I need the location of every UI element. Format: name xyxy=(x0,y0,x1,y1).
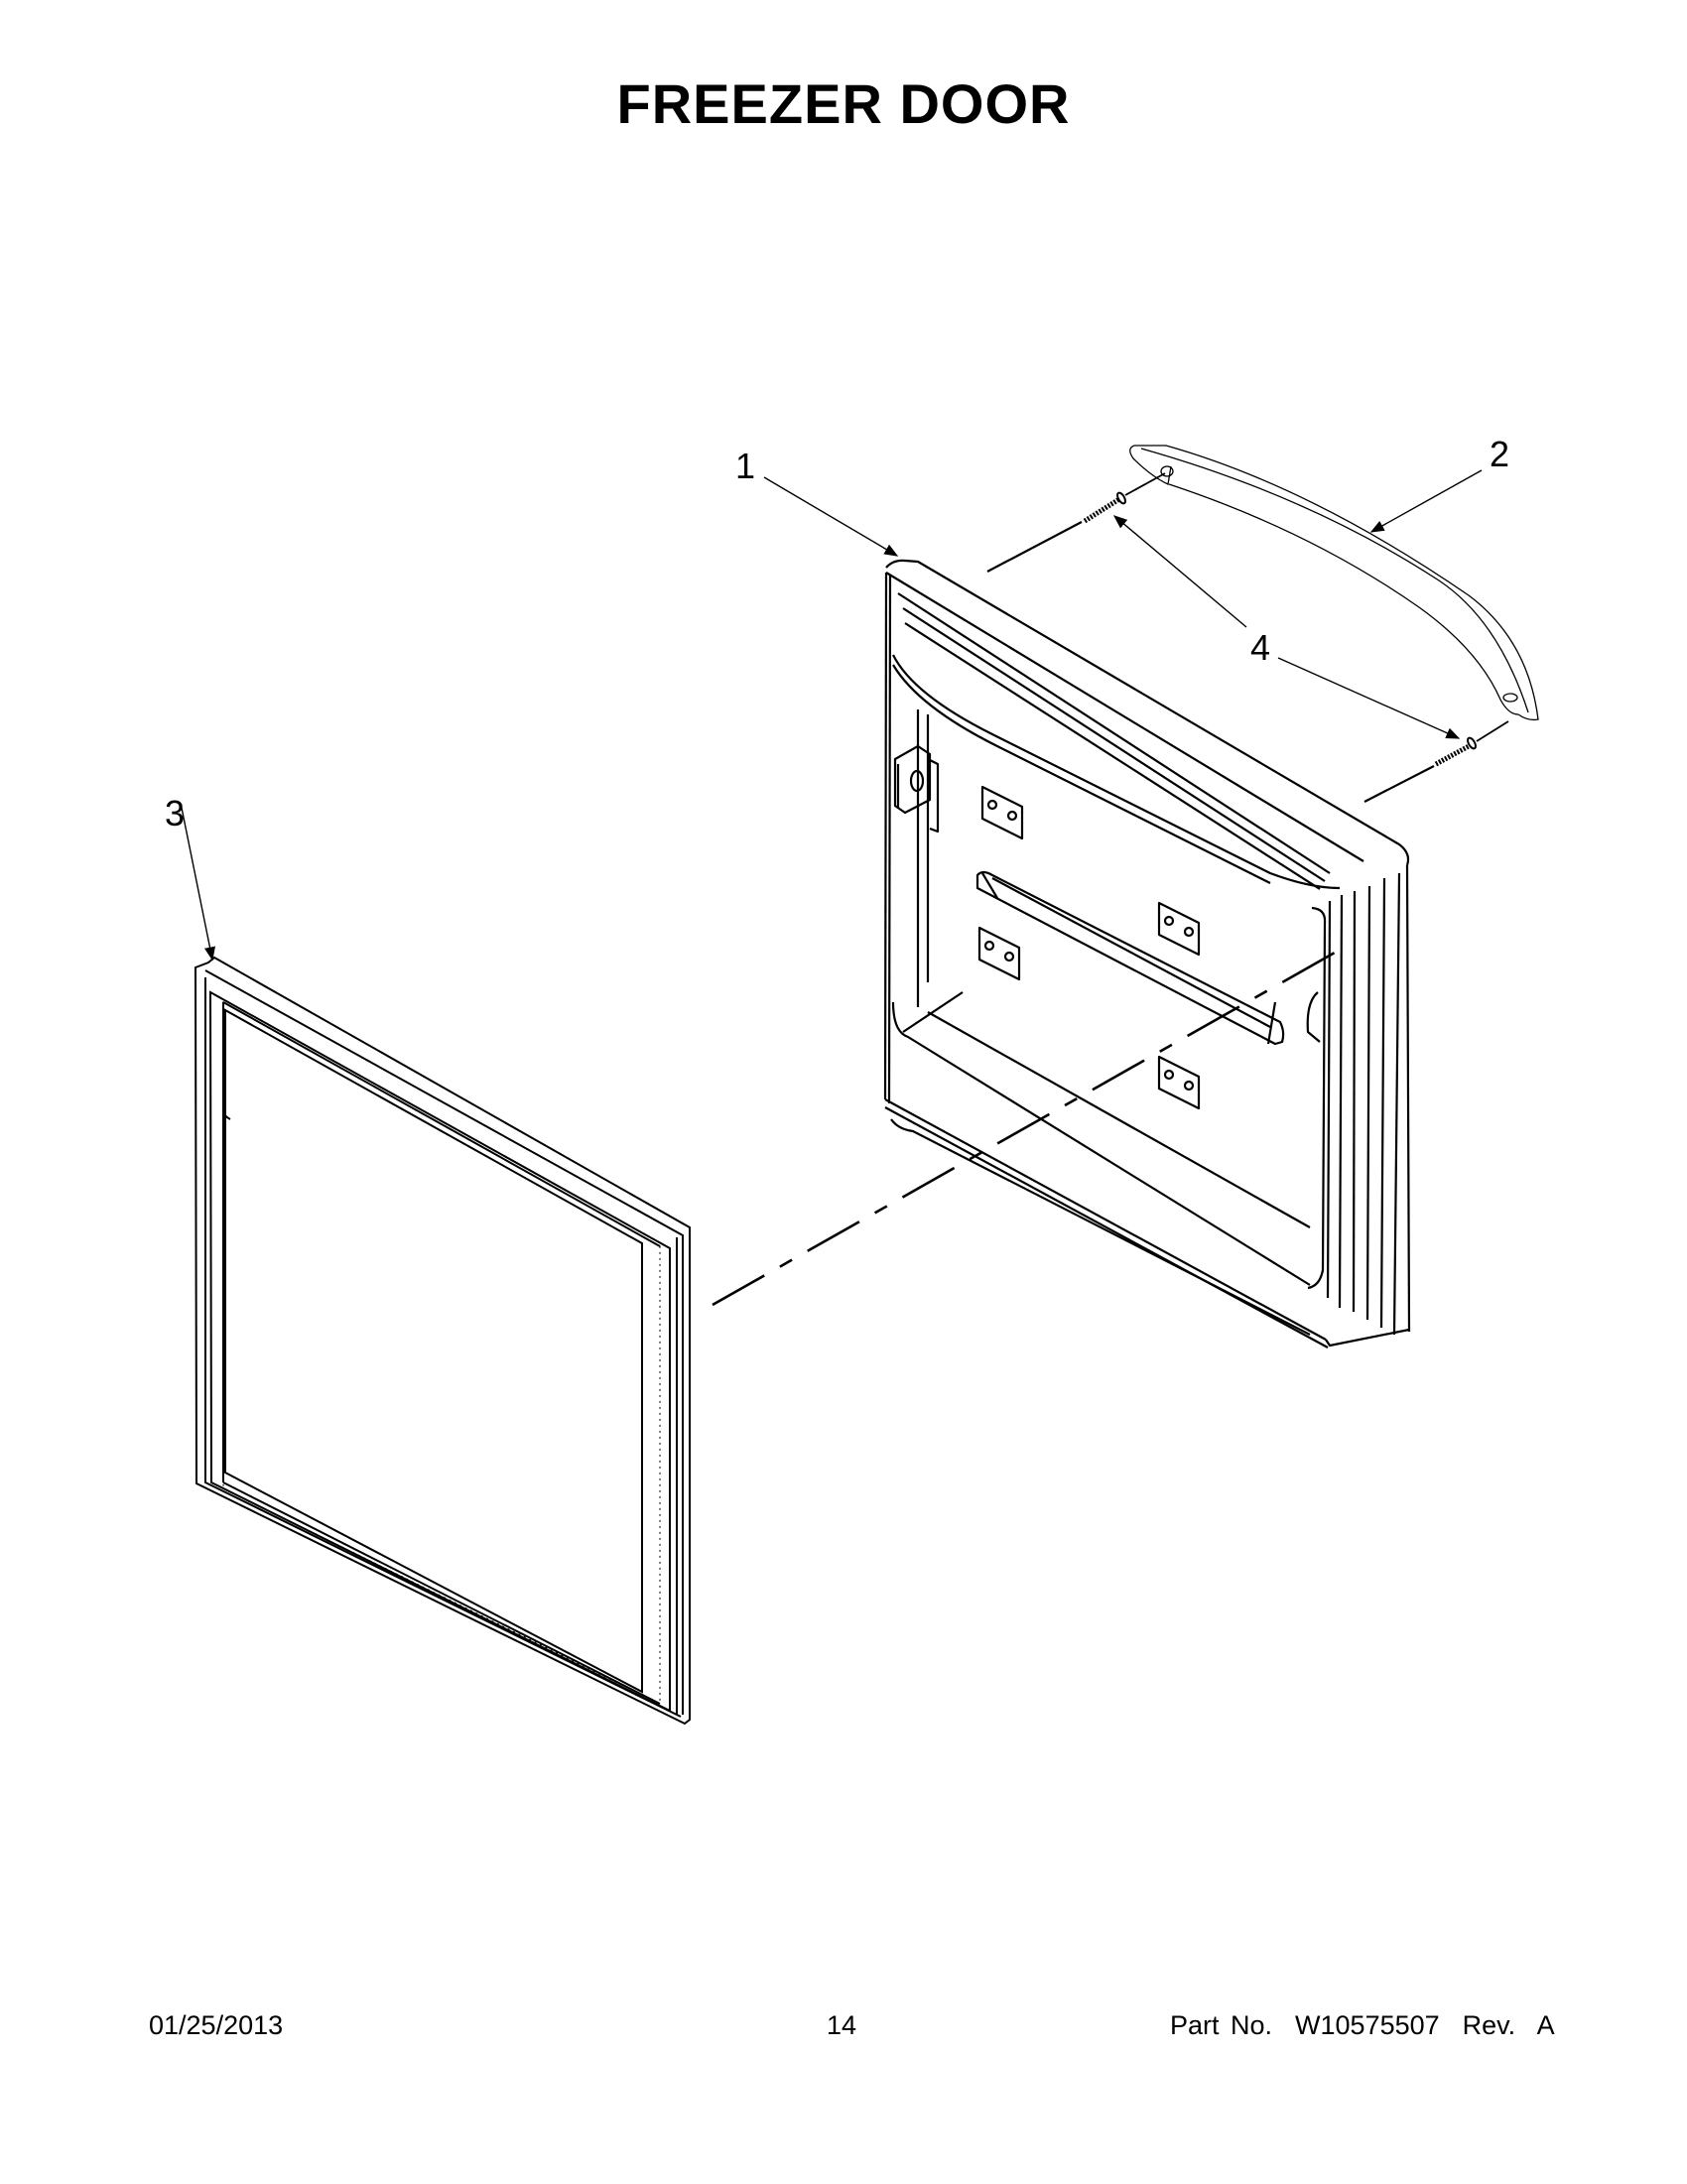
leader-lines xyxy=(181,469,1483,962)
callout-1: 1 xyxy=(735,446,756,486)
callout-2: 2 xyxy=(1490,434,1510,474)
callout-3: 3 xyxy=(165,793,186,834)
alignment-line xyxy=(712,951,1336,1307)
footer-page-number: 14 xyxy=(827,2010,857,2040)
freezer-door-assembly xyxy=(883,559,1411,1349)
leader-2 xyxy=(1369,469,1483,533)
footer-part-number: Part No. W10575507 Rev. A xyxy=(1170,2010,1555,2040)
door-handle xyxy=(1129,445,1539,721)
footer-date: 01/25/2013 xyxy=(149,2010,284,2040)
callout-4: 4 xyxy=(1250,627,1271,668)
page-title: FREEZER DOOR xyxy=(616,72,1071,135)
leader-1 xyxy=(763,476,899,557)
handle-screws xyxy=(986,472,1509,803)
door-gasket xyxy=(194,956,691,1726)
leader-4a xyxy=(1112,515,1247,628)
leader-3 xyxy=(181,807,215,962)
leader-4b xyxy=(1277,657,1461,739)
